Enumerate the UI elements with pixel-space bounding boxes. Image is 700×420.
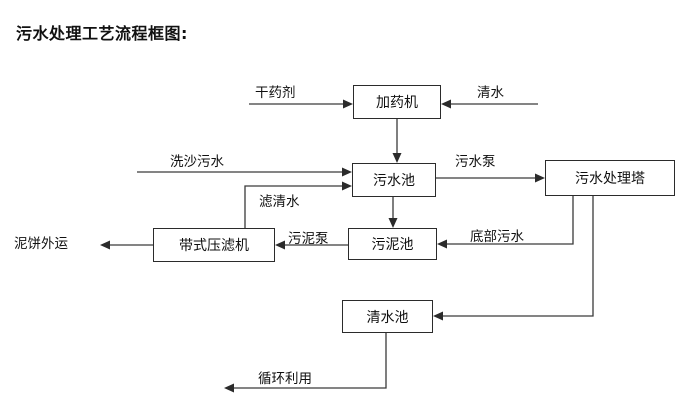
- node-belt-filter-press[interactable]: 带式压滤机: [153, 228, 275, 262]
- edge-sludge-pool-to-press: [275, 240, 348, 250]
- edge-dosing-to-sewage-pool: [392, 119, 402, 163]
- node-sewage-pool[interactable]: 污水池: [352, 163, 436, 197]
- edge-sewage-pool-to-tower: [436, 173, 545, 183]
- edge-tower-to-sludge-pool: [437, 196, 574, 249]
- edge-press-to-mud-cake: [100, 240, 153, 250]
- node-treatment-tower[interactable]: 污水处理塔: [545, 160, 675, 196]
- edge-clear-water-recycle: [224, 333, 387, 393]
- edge-label-bottom-sewage: 底部污水: [470, 229, 524, 245]
- edge-sewage-pool-to-sludge-pool: [388, 197, 398, 228]
- node-dosing-machine[interactable]: 加药机: [353, 85, 441, 119]
- edge-label-recycle: 循环利用: [258, 371, 312, 387]
- edge-label-sewage-pump: 污水泵: [455, 154, 496, 170]
- node-clear-water-pool[interactable]: 清水池: [342, 300, 433, 333]
- edge-filtrate-to-sewage-pool: [244, 181, 352, 228]
- terminal-sand-wash-sewage: 洗沙污水: [170, 154, 224, 170]
- edge-label-sludge-pump: 污泥泵: [288, 231, 329, 247]
- edge-clean-water-to-dosing: [441, 99, 538, 109]
- terminal-clean-water: 清水: [477, 85, 504, 101]
- node-sludge-pool[interactable]: 污泥池: [348, 228, 437, 260]
- terminal-mud-cake-out: 泥饼外运: [14, 236, 68, 252]
- edge-label-filtrate: 滤清水: [259, 194, 300, 210]
- page-title: 污水处理工艺流程框图:: [16, 24, 188, 43]
- terminal-dry-agent: 干药剂: [255, 85, 296, 101]
- edge-sand-wash-to-sewage-pool: [137, 167, 352, 177]
- edge-tower-to-clear-water-pool: [433, 196, 594, 321]
- edge-dry-agent-to-dosing: [249, 99, 353, 109]
